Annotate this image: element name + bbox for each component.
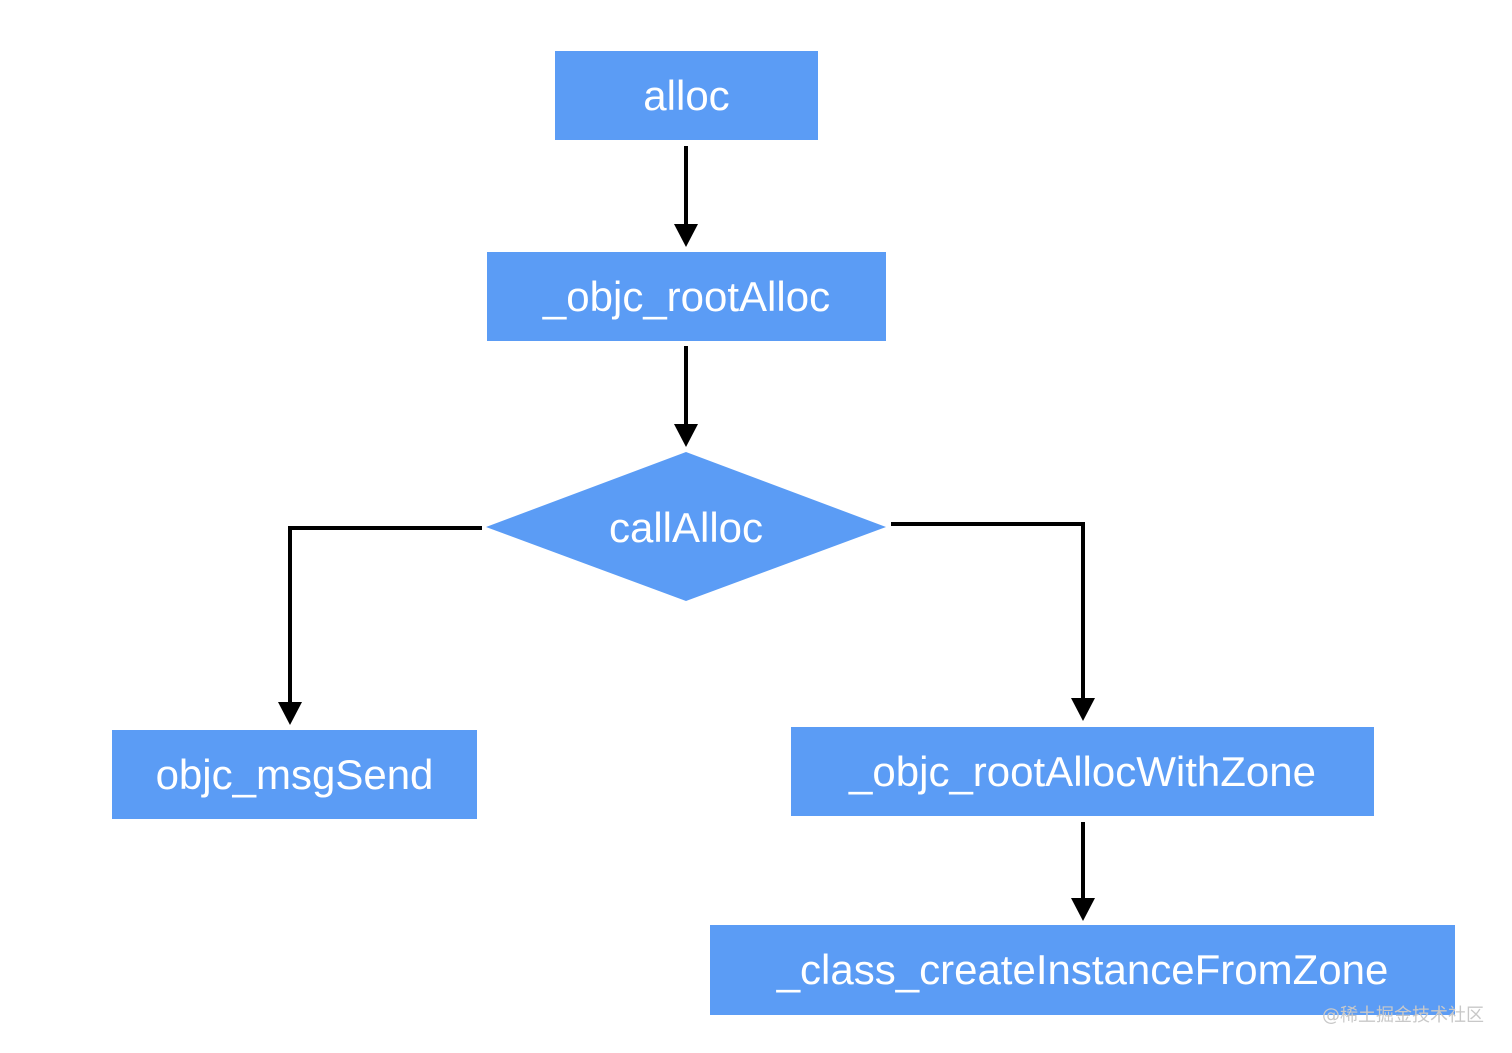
edge-rootAllocWithZone-to-createInstance bbox=[1071, 822, 1095, 921]
node-alloc: alloc bbox=[555, 51, 818, 140]
node-objc-rootAlloc-label: _objc_rootAlloc bbox=[542, 272, 831, 320]
node-class-createInstanceFromZone-label: _class_createInstanceFromZone bbox=[776, 946, 1389, 993]
node-alloc-label: alloc bbox=[643, 71, 730, 119]
node-callAlloc-label: callAlloc bbox=[608, 503, 764, 551]
watermark: @稀土掘金技术社区 bbox=[1322, 1005, 1484, 1026]
node-objc-rootAllocWithZone: _objc_rootAllocWithZone bbox=[791, 727, 1374, 816]
node-objc-msgSend: objc_msgSend bbox=[112, 730, 477, 819]
node-objc-rootAlloc: _objc_rootAlloc bbox=[487, 252, 886, 341]
edge-rootAlloc-to-callAlloc bbox=[674, 346, 698, 447]
node-objc-rootAllocWithZone-label: _objc_rootAllocWithZone bbox=[849, 747, 1316, 795]
callAlloc-diamond bbox=[486, 452, 886, 601]
edge-callAlloc-to-rootAllocWithZone bbox=[891, 522, 1095, 721]
edge-callAlloc-to-msgSend bbox=[278, 526, 482, 725]
node-class-createInstanceFromZone: _class_createInstanceFromZone bbox=[710, 925, 1455, 1015]
node-objc-msgSend-label: objc_msgSend bbox=[155, 750, 434, 798]
edge-alloc-to-rootAlloc bbox=[674, 146, 698, 247]
node-callAlloc: callAlloc bbox=[486, 480, 886, 575]
